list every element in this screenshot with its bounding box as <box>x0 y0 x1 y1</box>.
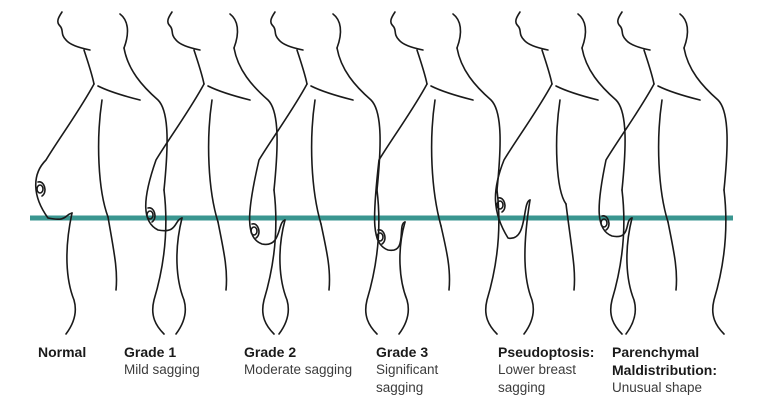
torso-back <box>263 190 276 334</box>
neck-front <box>417 50 427 84</box>
clavicle <box>208 86 250 100</box>
forearm-line <box>218 222 227 290</box>
breast-contour <box>495 84 552 238</box>
forearm-line <box>108 217 117 290</box>
torso-front <box>279 220 288 334</box>
clavicle <box>658 86 700 100</box>
nipple <box>37 185 43 193</box>
torso-front <box>626 218 635 334</box>
head-back <box>120 14 127 48</box>
figure-pseudoptosis <box>495 12 625 334</box>
caption-title: Pseudoptosis: <box>498 343 594 361</box>
areola <box>38 182 45 196</box>
face-profile <box>58 12 90 50</box>
arm-line <box>209 100 218 222</box>
head-back <box>230 14 237 48</box>
shoulder-back-line <box>684 48 727 190</box>
caption-title: Maldistribution: <box>612 361 717 379</box>
clavicle <box>556 86 598 100</box>
torso-front <box>66 213 75 334</box>
caption-description: Unusual shape <box>612 379 717 397</box>
clavicle <box>311 86 353 100</box>
breast-contour <box>36 84 94 219</box>
torso-back <box>366 190 379 334</box>
head-back <box>578 14 585 48</box>
arm-line <box>557 100 566 204</box>
caption-title: Grade 3 <box>376 343 438 361</box>
torso-back <box>713 190 726 334</box>
forearm-line <box>668 222 677 290</box>
head-back <box>333 14 340 48</box>
neck-front <box>297 50 307 84</box>
neck-front <box>644 50 654 84</box>
figure-grade-3 <box>375 12 501 334</box>
figure-grade-2 <box>250 12 381 334</box>
neck-front <box>84 50 94 84</box>
arm-line <box>659 100 668 222</box>
figure-normal <box>36 12 167 334</box>
shoulder-back-line <box>234 48 277 190</box>
caption-title: Grade 1 <box>124 343 200 361</box>
forearm-line <box>441 226 450 290</box>
caption-description: sagging <box>498 379 594 397</box>
caption-description: Significant <box>376 361 438 379</box>
caption-description: Mild sagging <box>124 361 200 379</box>
face-profile <box>271 12 303 50</box>
face-profile <box>618 12 650 50</box>
arm-line <box>312 100 321 224</box>
torso-back <box>611 190 624 334</box>
face-profile <box>391 12 423 50</box>
nipple <box>251 227 257 235</box>
clavicle <box>431 86 473 100</box>
caption-description: Lower breast <box>498 361 594 379</box>
clavicle <box>98 86 140 100</box>
face-profile <box>168 12 200 50</box>
forearm-line <box>321 224 330 290</box>
arm-line <box>99 100 108 217</box>
caption-description: sagging <box>376 379 438 397</box>
head-back <box>680 14 687 48</box>
caption-normal: Normal <box>38 343 86 361</box>
face-profile <box>516 12 548 50</box>
head-back <box>453 14 460 48</box>
shoulder-back-line <box>124 48 167 190</box>
figure-group <box>36 12 727 334</box>
breast-contour <box>146 84 204 231</box>
neck-front <box>194 50 204 84</box>
arm-line <box>432 100 441 226</box>
caption-title: Parenchymal <box>612 343 717 361</box>
breast-contour <box>599 84 654 237</box>
breast-contour <box>375 84 427 250</box>
caption-title: Grade 2 <box>244 343 352 361</box>
caption-title: Normal <box>38 343 86 361</box>
shoulder-back-line <box>337 48 380 190</box>
torso-front <box>176 218 185 334</box>
figure-parenchymal-maldistribution <box>599 12 727 334</box>
neck-front <box>542 50 552 84</box>
shoulder-back-line <box>457 48 500 190</box>
caption-description: Moderate sagging <box>244 361 352 379</box>
